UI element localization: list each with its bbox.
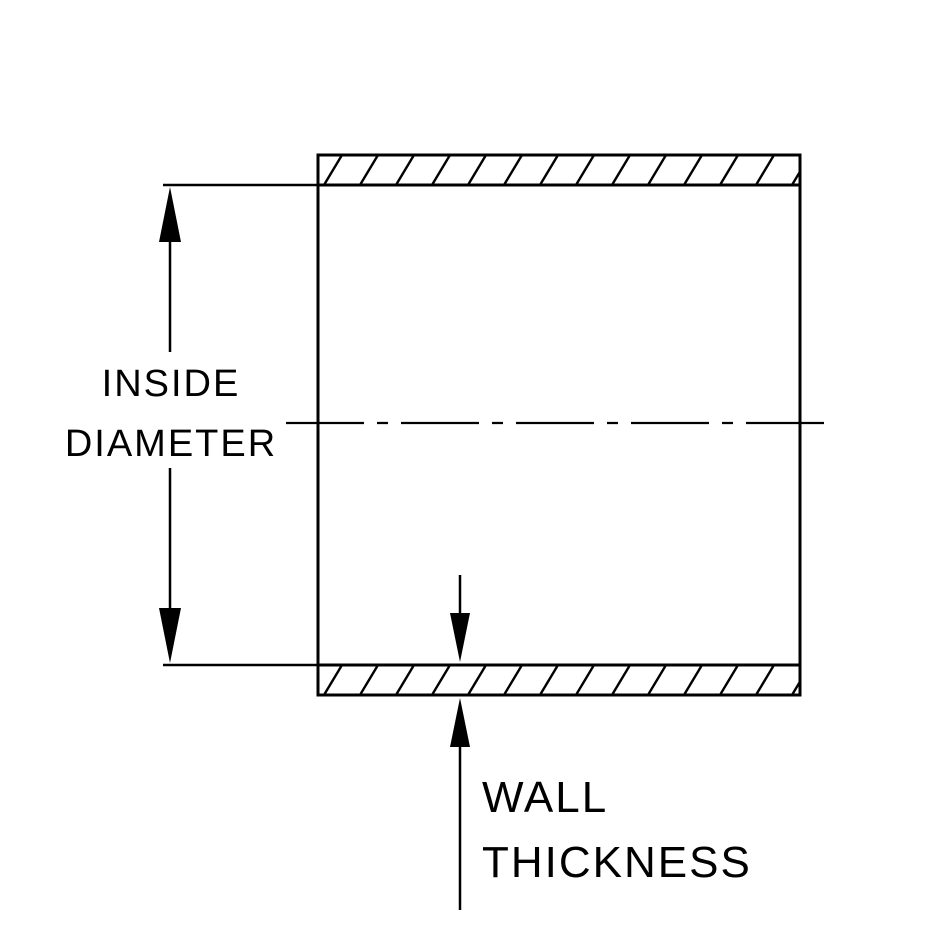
wall-thickness-label-line1: WALL: [482, 773, 608, 822]
inside-diameter-dimension: INSIDE DIAMETER: [65, 183, 318, 667]
tube-outline: [316, 153, 802, 697]
top-wall-hatch: [318, 155, 800, 185]
wall-thickness-label-line2: THICKNESS: [482, 838, 752, 887]
inside-diameter-label-line2: DIAMETER: [65, 423, 277, 465]
tube-body: [286, 153, 836, 697]
wall-arrowhead-down-icon: [450, 613, 470, 662]
wall-arrowhead-up-icon: [450, 698, 470, 747]
wall-thickness-dimension: WALL THICKNESS: [450, 575, 752, 910]
arrowhead-up-icon: [159, 187, 181, 242]
inside-diameter-label-line1: INSIDE: [102, 363, 241, 405]
arrowhead-down-icon: [159, 608, 181, 663]
bottom-wall-hatch: [318, 665, 800, 695]
